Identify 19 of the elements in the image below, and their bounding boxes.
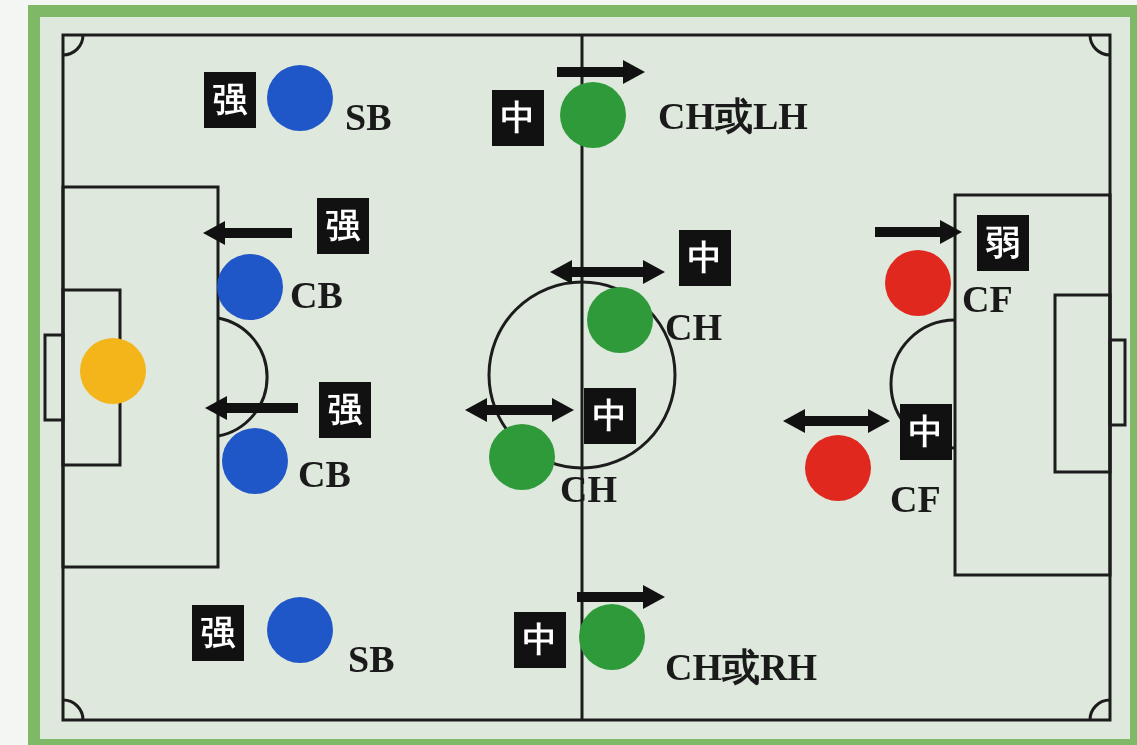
rating-badge: 中	[679, 230, 731, 286]
rating-badge: 强	[192, 605, 244, 661]
rating-badge: 中	[900, 404, 952, 460]
rating-badge: 强	[317, 198, 369, 254]
position-label: CH	[665, 308, 722, 346]
position-label: CF	[890, 480, 941, 518]
position-label: CF	[962, 280, 1013, 318]
position-label: CH或LH	[658, 97, 808, 135]
position-label: CB	[290, 276, 343, 314]
rating-badge: 中	[514, 612, 566, 668]
rating-badge: 强	[319, 382, 371, 438]
rating-badge: 弱	[977, 215, 1029, 271]
position-label: SB	[348, 640, 395, 678]
rating-badge: 强	[204, 72, 256, 128]
position-label: CH或RH	[665, 648, 817, 686]
position-label: SB	[345, 98, 392, 136]
position-label: CB	[298, 455, 351, 493]
rating-badge: 中	[584, 388, 636, 444]
rating-badge: 中	[492, 90, 544, 146]
